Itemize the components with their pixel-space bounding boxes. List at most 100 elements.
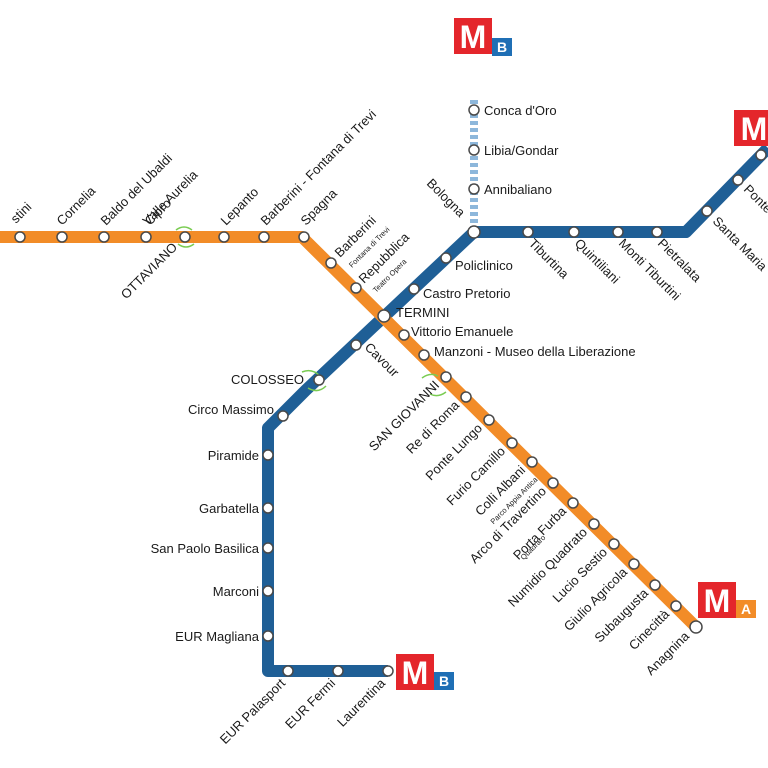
label-san-paolo: San Paolo Basilica [151, 541, 260, 556]
label-policlinico: Policlinico [455, 258, 513, 273]
label-marconi: Marconi [213, 584, 259, 599]
stop-monti-tiburtini [612, 226, 624, 238]
stop-laurentina [382, 665, 394, 677]
metro-logo-line-b: M B [396, 654, 454, 691]
stop-colli-albani [526, 456, 538, 468]
logo-m-letter-right: M [741, 111, 768, 147]
line-a-labels: stini Cornelia Baldo del Ubaldi Valle Au… [8, 107, 693, 678]
logo-m-letter-a: M [704, 583, 731, 619]
stop-manzoni [418, 349, 430, 361]
stop-vittorio [398, 329, 410, 341]
stop-barberini-trevi [258, 231, 270, 243]
stop-marconi [262, 585, 274, 597]
label-laurentina: Laurentina [334, 675, 389, 730]
stop-cornelia [56, 231, 68, 243]
stop-eur-magliana [262, 630, 274, 642]
metro-logo-top-right: M [734, 110, 768, 147]
stop-porta-furba [567, 497, 579, 509]
logo-a-letter: A [741, 601, 751, 617]
stop-cavour [350, 339, 362, 351]
label-circo-massimo: Circo Massimo [188, 402, 274, 417]
metro-logo-top-b: M B [454, 18, 512, 56]
label-stini: stini [8, 199, 35, 226]
stop-quintiliani [568, 226, 580, 238]
stop-cinecitta [670, 600, 682, 612]
stop-stini [14, 231, 26, 243]
stop-numidio [588, 518, 600, 530]
metro-logo-line-a: M A [698, 582, 756, 619]
stop-ponte-lungo [483, 414, 495, 426]
stop-san-paolo [262, 542, 274, 554]
stop-pietralata [651, 226, 663, 238]
line-a-stops [14, 231, 703, 634]
stop-lepanto [218, 231, 230, 243]
label-castro-pretorio: Castro Pretorio [423, 286, 510, 301]
stop-re-di-roma [460, 391, 472, 403]
line-b-stops [262, 149, 767, 677]
label-piramide: Piramide [208, 448, 259, 463]
stop-castro-pretorio [408, 283, 420, 295]
label-libia-gondar: Libia/Gondar [484, 143, 559, 158]
stop-piramide [262, 449, 274, 461]
logo-b-letter: B [497, 39, 507, 55]
stop-termini-a [377, 309, 391, 323]
stop-bologna [467, 225, 481, 239]
stop-arco-travertino [547, 477, 559, 489]
label-ottaviano: OTTAVIANO [118, 240, 180, 302]
label-manzoni: Manzoni - Museo della Liberazione [434, 344, 636, 359]
label-barberini: Barberini [332, 213, 379, 260]
stop-spagna [298, 231, 310, 243]
stop-garbatella [262, 502, 274, 514]
stop-end-right [755, 149, 767, 161]
stop-valle-aurelia [140, 231, 152, 243]
label-tiburtina: Tiburtina [526, 236, 573, 283]
stop-circo-massimo [277, 410, 289, 422]
stop-ottaviano [179, 231, 191, 243]
label-termini: TERMINI [396, 305, 449, 320]
line-b-labels: Laurentina EUR Fermi EUR Palasport EUR M… [151, 176, 768, 747]
label-bologna: Bologna [424, 176, 469, 221]
line-b-track [262, 143, 768, 677]
label-eur-palasport: EUR Palasport [217, 675, 289, 747]
stop-conca-doro [468, 104, 480, 116]
stop-eur-palasport [282, 665, 294, 677]
logo-m-letter-b: M [402, 655, 429, 691]
label-cornelia: Cornelia [54, 183, 99, 228]
label-garbatella: Garbatella [199, 501, 260, 516]
stop-baldo [98, 231, 110, 243]
label-santa-maria: Santa Maria [710, 214, 768, 275]
stop-giulio-agricola [628, 558, 640, 570]
stop-eur-fermi [332, 665, 344, 677]
line-b1-labels: Conca d'Oro Libia/Gondar Annibaliano [484, 103, 559, 197]
logo-m-letter: M [460, 19, 487, 55]
label-san-giovanni: SAN GIOVANNI [366, 378, 442, 454]
stop-san-giovanni [440, 371, 452, 383]
stop-ponte [732, 174, 744, 186]
label-ponte: Ponte [741, 182, 768, 217]
label-conca-doro: Conca d'Oro [484, 103, 557, 118]
label-vittorio: Vittorio Emanuele [411, 324, 513, 339]
label-cavour: Cavour [362, 340, 403, 381]
stop-subaugusta [649, 579, 661, 591]
stop-barberini [325, 257, 337, 269]
stop-anagnina [689, 620, 703, 634]
label-quintiliani: Quintiliani [572, 236, 623, 287]
line-b1-stops [468, 104, 480, 195]
label-colosseo: COLOSSEO [231, 372, 304, 387]
stop-furio-camillo [506, 437, 518, 449]
label-annibaliano: Annibaliano [484, 182, 552, 197]
stop-libia-gondar [468, 144, 480, 156]
label-eur-magliana: EUR Magliana [175, 629, 260, 644]
label-eur-fermi: EUR Fermi [282, 675, 338, 731]
stop-annibaliano [468, 183, 480, 195]
stop-tiburtina [522, 226, 534, 238]
stop-colosseo [313, 374, 325, 386]
stop-lucio-sestio [608, 538, 620, 550]
stop-policlinico [440, 252, 452, 264]
logo-b-letter-end: B [439, 673, 449, 689]
stop-santa-maria [701, 205, 713, 217]
stop-repubblica [350, 282, 362, 294]
label-lepanto: Lepanto [218, 184, 262, 228]
